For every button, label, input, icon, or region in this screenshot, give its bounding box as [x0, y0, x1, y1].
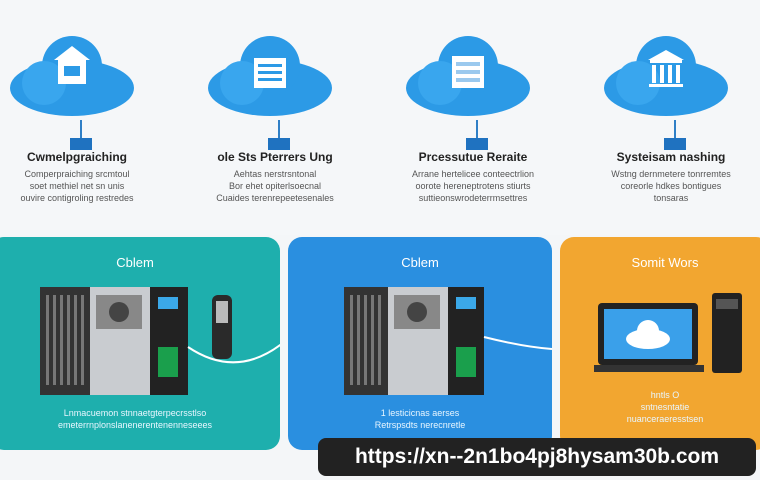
panel-caption: 1 lesticicnas aerses Retrspsdts nerecnre…	[374, 408, 466, 430]
cloud-bank-icon	[604, 36, 728, 116]
server-rack-icon	[344, 287, 553, 395]
panel-title: Cblem	[116, 255, 154, 270]
panel-teal: Cblem Lnmacuemon stnnaetgterpecrsstlso e…	[0, 237, 280, 450]
feature-desc: Wstng dernmetere tonrremtes coreorle hdk…	[611, 169, 731, 203]
cloud-building-icon	[10, 36, 134, 116]
laptop-cloud-icon	[594, 293, 742, 373]
panel-blue: Cblem 1 lesticicnas aerses Retrspsdts ne…	[288, 237, 553, 450]
panel-title: Cblem	[401, 255, 439, 270]
feature-desc: Comperpraiching srcmtoul soet methiel ne…	[20, 169, 134, 203]
feature-column: ole Sts Pterrers Ung Aehtas nerstrsntona…	[190, 20, 360, 230]
feature-title: Cwmelpgraiching	[26, 150, 127, 164]
feature-column: Systeisam nashing Wstng dernmetere tonrr…	[586, 20, 756, 230]
feature-title: Prcessutue Reraite	[418, 150, 528, 164]
panel-title: Somit Wors	[631, 255, 699, 270]
feature-desc: Arrane hertelicee conteectrlion oorote h…	[411, 169, 535, 203]
feature-title: Systeisam nashing	[616, 150, 726, 164]
feature-title: ole Sts Pterrers Ung	[217, 150, 333, 164]
panel-caption: Lnmacuemon stnnaetgterpecrsstlso emeterr…	[57, 408, 213, 430]
panel-caption: hntls O sntnesntatie nuanceraeresstsen	[626, 390, 704, 424]
top-section: Cwmelpgraiching Comperpraiching srcmtoul…	[0, 0, 760, 235]
feature-desc: Aehtas nerstrsntonal Bor ehet opiterlsoe…	[216, 169, 334, 203]
feature-column: Cwmelpgraiching Comperpraiching srcmtoul…	[0, 20, 162, 230]
cloud-storage-icon	[406, 36, 530, 116]
cloud-server-icon	[208, 36, 332, 116]
panel-orange: Somit Wors hntls O sntnesntatie nuancera…	[560, 237, 760, 450]
feature-column: Prcessutue Reraite Arrane hertelicee con…	[388, 20, 558, 230]
server-rack-icon	[40, 287, 280, 395]
url-banner[interactable]: https://xn--2n1bo4pj8hysam30b.com	[318, 438, 756, 476]
